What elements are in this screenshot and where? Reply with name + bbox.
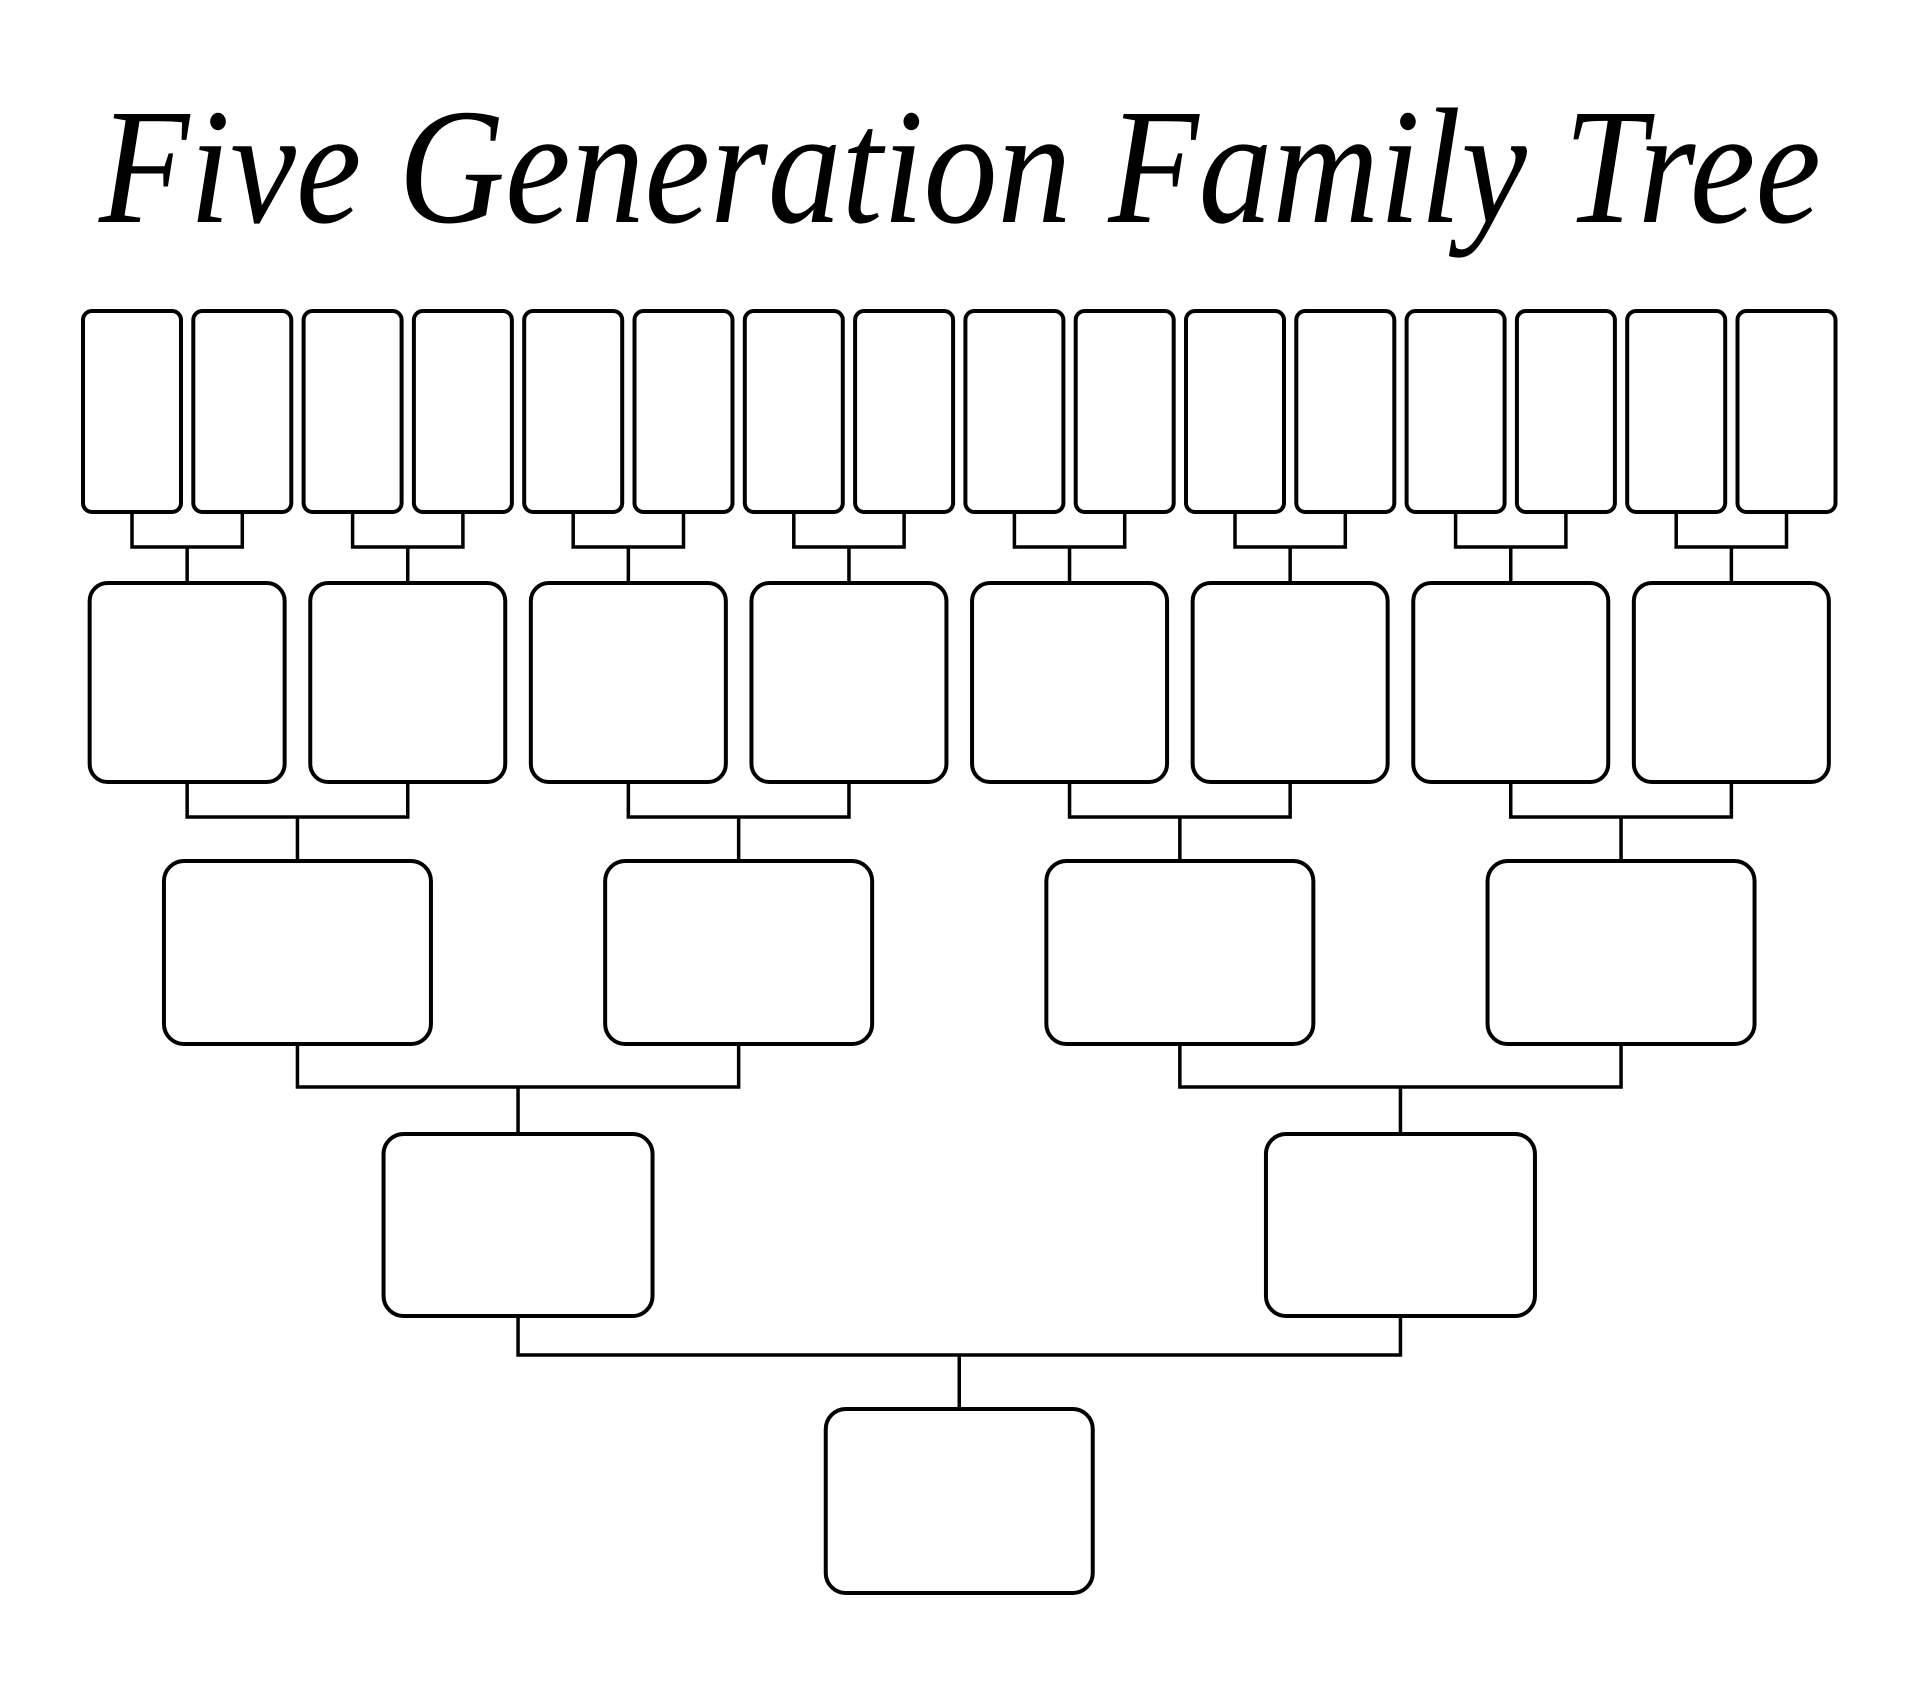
generation-5-box-15 — [1625, 309, 1728, 514]
connector-gen4-pair1 — [185, 782, 410, 861]
generation-4-box-2 — [308, 581, 508, 784]
generation-5-box-9 — [963, 309, 1066, 514]
generation-5-box-2 — [191, 309, 294, 514]
connector-gen4-pair3 — [1067, 782, 1292, 861]
connector-gen5-pair7 — [1453, 512, 1568, 583]
generation-5-box-12 — [1294, 309, 1397, 514]
generation-5-box-1 — [81, 309, 183, 514]
page-title: Five Generation Family Tree — [98, 75, 1821, 258]
connector-gen2-pair1 — [516, 1316, 1403, 1409]
generation-5-box-13 — [1404, 309, 1507, 514]
generation-5-box-5 — [522, 309, 625, 514]
generation-3-box-3 — [1044, 859, 1316, 1046]
generation-4-box-8 — [1631, 581, 1831, 784]
connector-gen5-pair3 — [571, 512, 686, 583]
tree-connectors — [130, 512, 1789, 1409]
generation-1-box-1 — [823, 1407, 1095, 1595]
generation-5-box-4 — [411, 309, 514, 514]
generation-3-box-4 — [1485, 859, 1757, 1046]
generation-4-box-1 — [87, 581, 287, 784]
generation-4-box-6 — [1190, 581, 1390, 784]
connector-gen5-pair2 — [350, 512, 465, 583]
generation-5-box-3 — [301, 309, 404, 514]
generation-4-box-7 — [1411, 581, 1611, 784]
generation-2-box-1 — [381, 1132, 655, 1318]
generation-5-box-7 — [742, 309, 845, 514]
connector-gen5-pair6 — [1233, 512, 1348, 583]
connector-gen4-pair4 — [1509, 782, 1734, 861]
connector-gen3-pair2 — [1178, 1044, 1623, 1134]
connector-gen3-pair1 — [295, 1044, 741, 1134]
generation-5-box-11 — [1184, 309, 1286, 514]
generation-4-box-5 — [970, 581, 1170, 784]
generation-3-box-1 — [161, 859, 433, 1046]
connector-gen5-pair5 — [1012, 512, 1127, 583]
connector-gen5-pair8 — [1674, 512, 1789, 583]
generation-4-box-4 — [749, 581, 949, 784]
connector-gen5-pair1 — [130, 512, 245, 583]
generation-4-box-3 — [528, 581, 728, 784]
generation-5-box-16 — [1735, 309, 1838, 514]
tree-boxes — [81, 309, 1838, 1595]
connector-gen4-pair2 — [626, 782, 851, 861]
generation-5-box-8 — [853, 309, 956, 514]
generation-5-box-14 — [1514, 309, 1617, 514]
generation-5-box-10 — [1073, 309, 1176, 514]
generation-3-box-2 — [603, 859, 875, 1046]
generation-5-box-6 — [632, 309, 735, 514]
generation-2-box-2 — [1263, 1132, 1537, 1318]
connector-gen5-pair4 — [792, 512, 906, 583]
